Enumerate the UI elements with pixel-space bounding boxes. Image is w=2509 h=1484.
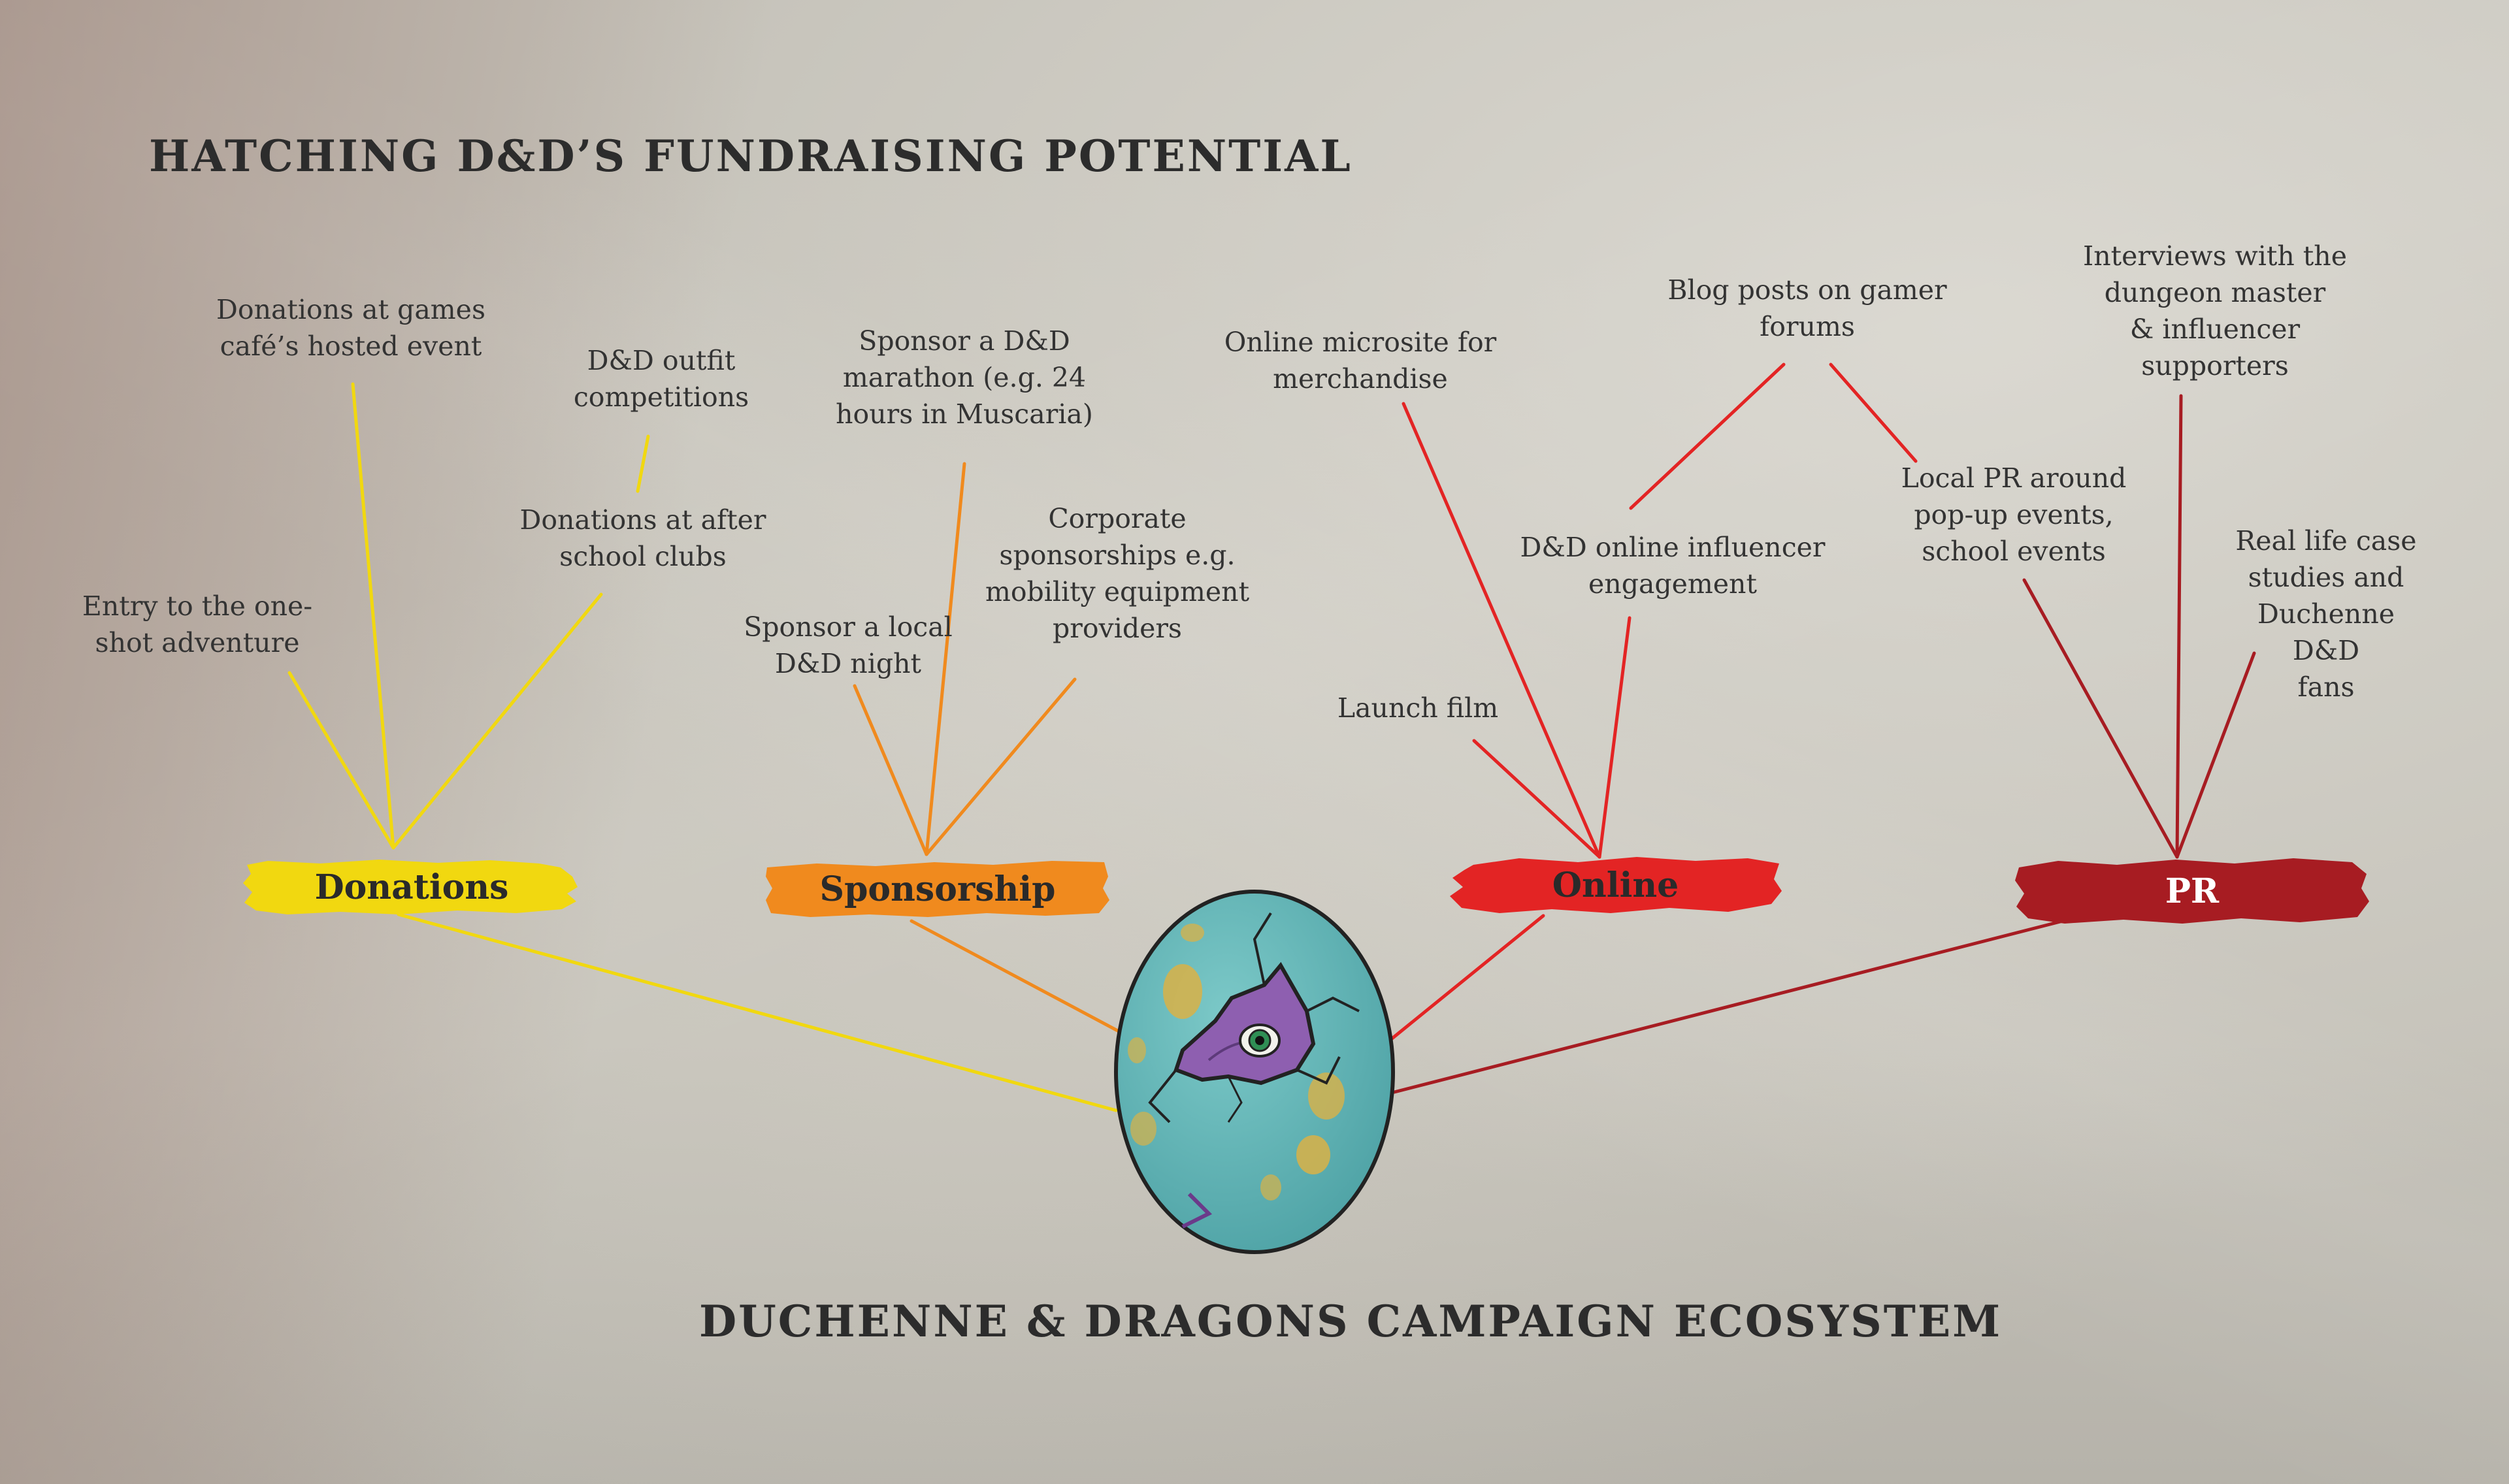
category-donations: Donations — [242, 856, 582, 918]
category-online: Online — [1447, 853, 1784, 917]
category-sponsorship: Sponsorship — [764, 857, 1111, 921]
label-pr-case-studies: Real life case studies and Duchenne D&D … — [2235, 525, 2417, 703]
label-pr-interviews: Interviews with the dungeon master & inf… — [2083, 240, 2347, 381]
label-sponsorship-marathon: Sponsor a D&D marathon (e.g. 24 hours in… — [836, 325, 1093, 430]
label-sponsorship-corporate: Corporate sponsorships e.g. mobility equ… — [985, 503, 1250, 644]
pr-connectors — [1392, 394, 2256, 1094]
label-donations-one-shot: Entry to the one- shot adventure — [82, 590, 313, 658]
label-online-blog: Blog posts on gamer forums — [1667, 274, 1947, 342]
category-pr-label: PR — [2165, 871, 2220, 911]
dragon-egg-icon — [1114, 890, 1395, 1254]
category-donations-label: Donations — [314, 867, 509, 907]
label-online-film: Launch film — [1337, 692, 1499, 724]
label-online-influencer: D&D online influencer engagement — [1520, 532, 1826, 600]
label-sponsorship-local-night: Sponsor a local D&D night — [744, 611, 953, 679]
sponsorship-connectors — [853, 462, 1124, 1035]
diagram-subtitle: DUCHENNE & DRAGONS CAMPAIGN ECOSYSTEM — [699, 1296, 2003, 1347]
donations-brush-stroke — [243, 860, 578, 914]
sponsorship-brush-stroke — [766, 861, 1109, 917]
donations-connectors — [287, 382, 1118, 1112]
online-connectors — [1388, 363, 1918, 1042]
category-sponsorship-label: Sponsorship — [819, 869, 1056, 909]
category-online-label: Online — [1552, 865, 1679, 905]
label-donations-outfit: D&D outfit competitions — [573, 345, 749, 413]
pr-brush-stroke — [2015, 858, 2369, 924]
diagram-title: HATCHING D&D’S FUNDRAISING POTENTIAL — [149, 131, 1353, 182]
category-pr: PR — [2012, 854, 2372, 928]
online-brush-stroke — [1450, 857, 1782, 913]
label-online-microsite: Online microsite for merchandise — [1224, 327, 1497, 395]
label-donations-games-cafe: Donations at games café’s hosted event — [216, 294, 485, 362]
label-donations-clubs: Donations at after school clubs — [519, 504, 766, 572]
label-pr-local-pr: Local PR around pop-up events, school ev… — [1901, 462, 2127, 567]
